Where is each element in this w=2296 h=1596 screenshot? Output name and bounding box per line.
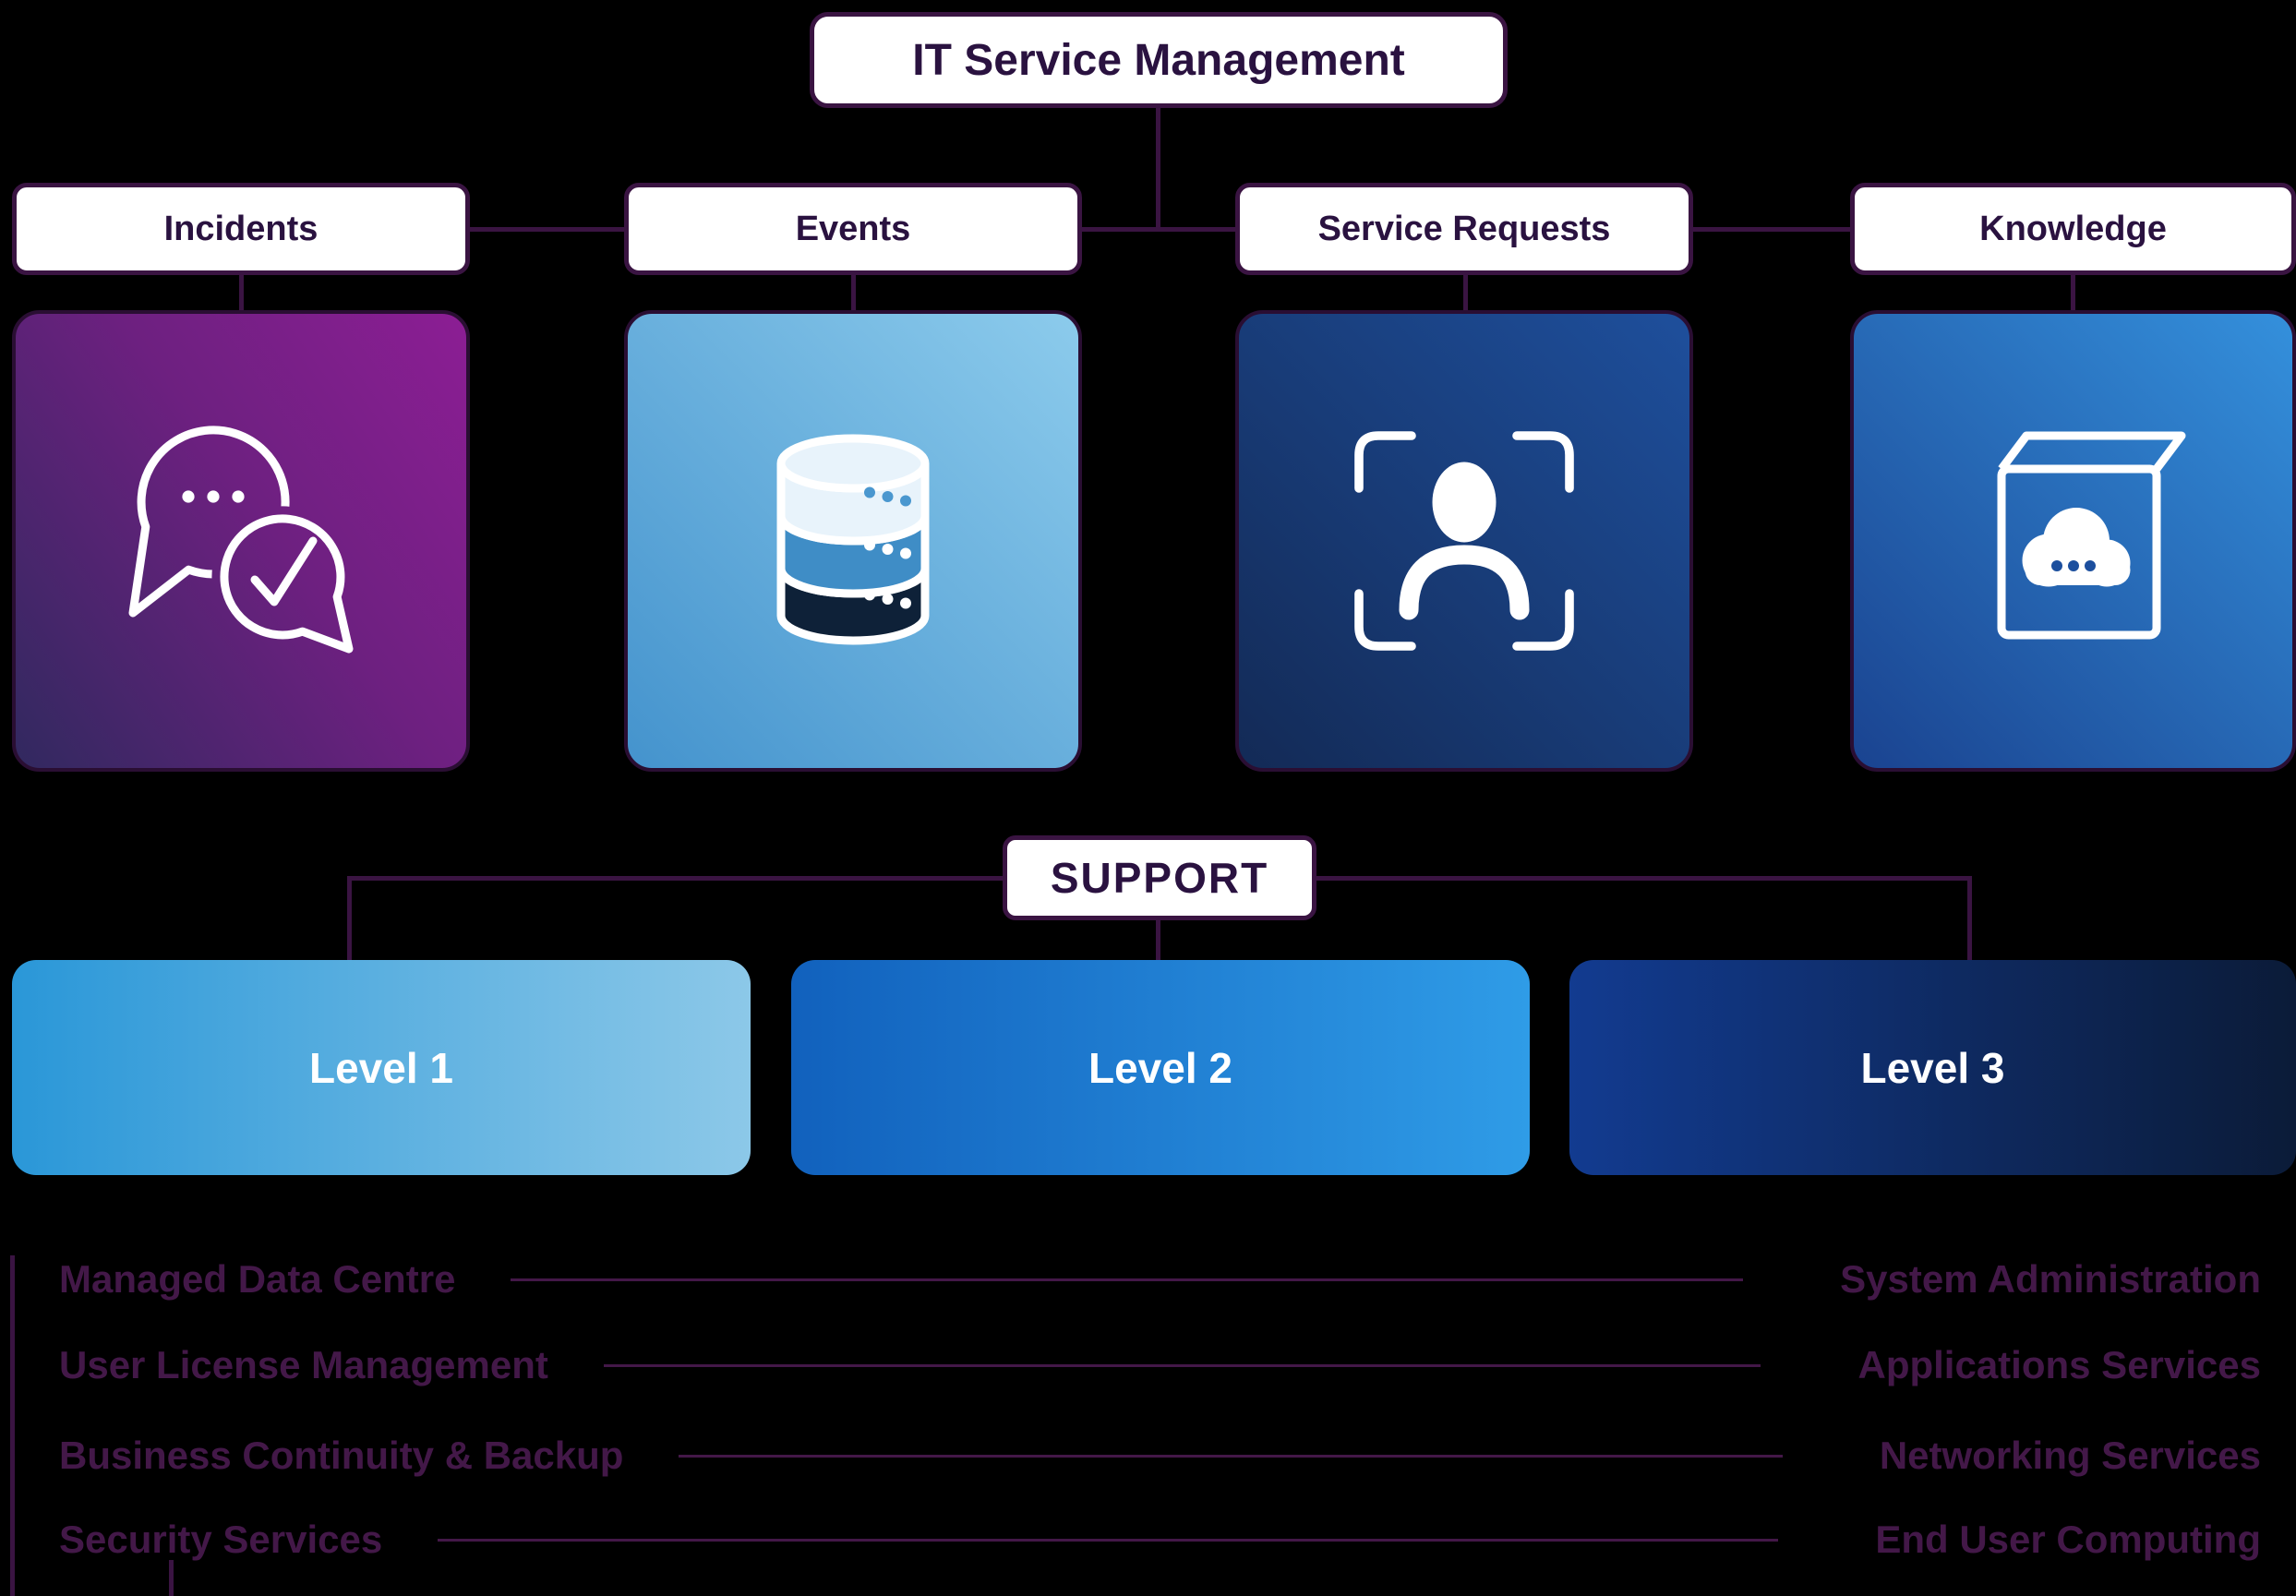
category-box-incidents: Incidents bbox=[12, 183, 470, 275]
category-box-service-requests: Service Requests bbox=[1235, 183, 1693, 275]
page-title: IT Service Management bbox=[912, 35, 1405, 85]
service-row: Business Continuity & Backup Networking … bbox=[59, 1429, 2261, 1482]
service-left-label: User License Management bbox=[59, 1343, 548, 1386]
support-left-drop-line bbox=[347, 876, 352, 962]
level-label: Level 2 bbox=[1088, 1043, 1232, 1092]
service-requests-card bbox=[1235, 310, 1693, 772]
service-connector-line bbox=[603, 1363, 1761, 1367]
service-right-label: Applications Services bbox=[1857, 1343, 2261, 1386]
level-label: Level 3 bbox=[1860, 1043, 2005, 1092]
service-left-label: Managed Data Centre bbox=[59, 1257, 456, 1301]
service-left-label: Business Continuity & Backup bbox=[59, 1434, 624, 1477]
title-connector-line bbox=[1156, 108, 1160, 232]
knowledge-connector-line bbox=[2071, 273, 2075, 312]
services-left-edge-line bbox=[10, 1255, 15, 1596]
service-requests-connector-line bbox=[1463, 273, 1468, 312]
support-right-drop-line bbox=[1967, 876, 1972, 962]
support-level-2-bar: Level 2 bbox=[791, 960, 1530, 1175]
support-box: SUPPORT bbox=[1003, 835, 1316, 920]
service-right-label: System Administration bbox=[1840, 1257, 2261, 1301]
category-label: Service Requests bbox=[1317, 209, 1611, 248]
events-card bbox=[624, 310, 1082, 772]
title-box: IT Service Management bbox=[810, 12, 1508, 108]
category-label: Incidents bbox=[163, 209, 319, 248]
service-left-label: Security Services bbox=[59, 1518, 383, 1561]
service-row: User License Management Applications Ser… bbox=[59, 1338, 2261, 1392]
incidents-connector-line bbox=[239, 273, 244, 312]
support-label: SUPPORT bbox=[1050, 854, 1269, 902]
service-right-label: End User Computing bbox=[1875, 1518, 2261, 1561]
service-connector-line bbox=[679, 1454, 1783, 1458]
user-frame-icon bbox=[1354, 431, 1574, 651]
service-row: Managed Data Centre System Administratio… bbox=[59, 1253, 2261, 1306]
category-label: Knowledge bbox=[1979, 209, 2167, 248]
cloud-book-icon bbox=[1997, 431, 2185, 640]
support-level-1-bar: Level 1 bbox=[12, 960, 751, 1175]
category-box-knowledge: Knowledge bbox=[1850, 183, 2296, 275]
support-mid-drop-line bbox=[1156, 918, 1160, 962]
events-connector-line bbox=[851, 273, 856, 312]
knowledge-card bbox=[1850, 310, 2296, 772]
service-connector-line bbox=[438, 1538, 1779, 1542]
database-icon bbox=[776, 434, 930, 645]
category-bus-line bbox=[241, 227, 2074, 232]
support-level-3-bar: Level 3 bbox=[1569, 960, 2296, 1175]
service-row: Security Services End User Computing bbox=[59, 1513, 2261, 1566]
service-right-label: Networking Services bbox=[1879, 1434, 2261, 1477]
incidents-card bbox=[12, 310, 470, 772]
chat-check-icon bbox=[128, 426, 354, 654]
category-label: Events bbox=[795, 209, 911, 248]
service-connector-line bbox=[511, 1278, 1744, 1281]
category-box-events: Events bbox=[624, 183, 1082, 275]
level-label: Level 1 bbox=[309, 1043, 453, 1092]
services-bottom-stub-line bbox=[169, 1560, 174, 1596]
